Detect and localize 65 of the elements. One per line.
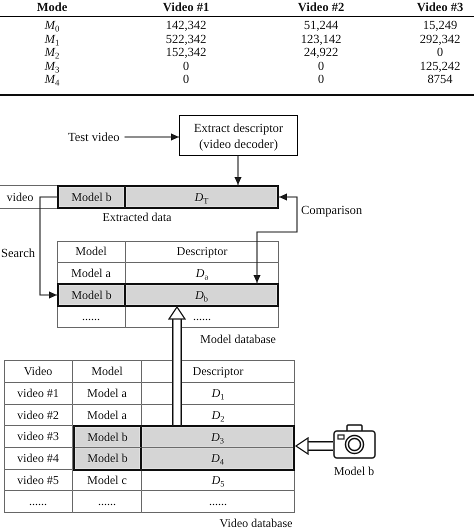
data-table xyxy=(4,360,295,513)
count-value: 15,249 xyxy=(422,18,458,32)
edge-label: Comparison xyxy=(301,203,362,217)
count-value: 0 xyxy=(318,72,324,86)
table-cell-text: D$_{4}$ xyxy=(210,450,225,469)
column-header: Video #1 xyxy=(162,0,210,14)
count-value: 0 xyxy=(318,58,324,73)
table-cell: Model b xyxy=(75,448,142,469)
table-cell: video #1 xyxy=(4,383,73,405)
count-value: 292,342 xyxy=(420,32,460,46)
table-cell: ...... xyxy=(142,491,295,513)
caption-label: Model b xyxy=(334,464,374,478)
input-label: Test video xyxy=(68,130,120,144)
count-value: 0 xyxy=(182,58,190,73)
count-value: 0 xyxy=(436,45,444,60)
row-label: M$_{1}$ xyxy=(44,32,60,46)
camera-icon xyxy=(333,423,376,459)
column-header: Video #3 xyxy=(416,0,464,14)
highlighted-row xyxy=(57,283,279,307)
table-cell: Model xyxy=(73,360,142,383)
data-table xyxy=(57,241,279,328)
table-cell: Model b xyxy=(75,427,142,448)
table-cell: ...... xyxy=(73,491,142,513)
count-value: 522,342 xyxy=(166,32,206,46)
caption-label: Model database xyxy=(200,332,276,346)
table-cell: Descriptor xyxy=(126,241,279,263)
table-cell-text: D$_{b}$ xyxy=(194,286,209,305)
row-label: M$_{3}$ xyxy=(44,58,60,73)
column-header: Video #2 xyxy=(298,0,344,14)
edge-label: Search xyxy=(1,246,36,260)
count-value: 8754 xyxy=(428,72,452,86)
table-cell: video #5 xyxy=(4,470,73,491)
process-box: Extract descriptor (video decoder) xyxy=(179,115,298,156)
highlighted-block xyxy=(73,425,295,471)
double-arrow xyxy=(253,193,298,283)
count-value: 125,242 xyxy=(420,58,460,73)
table-cell: ...... xyxy=(4,491,73,513)
count-value: 24,922 xyxy=(304,45,338,60)
column-header: Mode xyxy=(36,0,68,14)
row-label: M$_{0}$ xyxy=(44,18,60,32)
count-value: 0 xyxy=(182,72,190,86)
table-cell: D$_{1}$ xyxy=(142,383,295,405)
table-cell: D$_{3}$ xyxy=(142,427,293,448)
count-value: 142,342 xyxy=(166,18,206,32)
hollow-arrow xyxy=(295,437,333,455)
count-value: 51,244 xyxy=(304,18,338,32)
table-cell: Descriptor xyxy=(142,360,295,383)
hollow-arrow xyxy=(168,306,186,425)
highlighted-row xyxy=(57,185,279,209)
table-cell: Model b xyxy=(59,187,126,207)
caption-label: Video database xyxy=(220,516,292,530)
count-value: 123,142 xyxy=(300,32,342,46)
row-label: M$_{4}$ xyxy=(44,72,60,86)
arrow xyxy=(39,196,57,299)
row-label: M$_{2}$ xyxy=(44,45,60,60)
table-cell: video #2 xyxy=(4,405,73,426)
arrow xyxy=(124,133,179,141)
caption-label: Extracted data xyxy=(102,210,172,224)
table-cell: Model b xyxy=(59,285,126,305)
arrow xyxy=(234,156,242,185)
table-cell: Video xyxy=(4,360,73,383)
table-cell-text: D$_{T}$ xyxy=(194,188,210,207)
table-cell: Model a xyxy=(73,383,142,405)
count-value: 152,342 xyxy=(166,45,206,60)
table-cell: Model xyxy=(57,241,126,263)
